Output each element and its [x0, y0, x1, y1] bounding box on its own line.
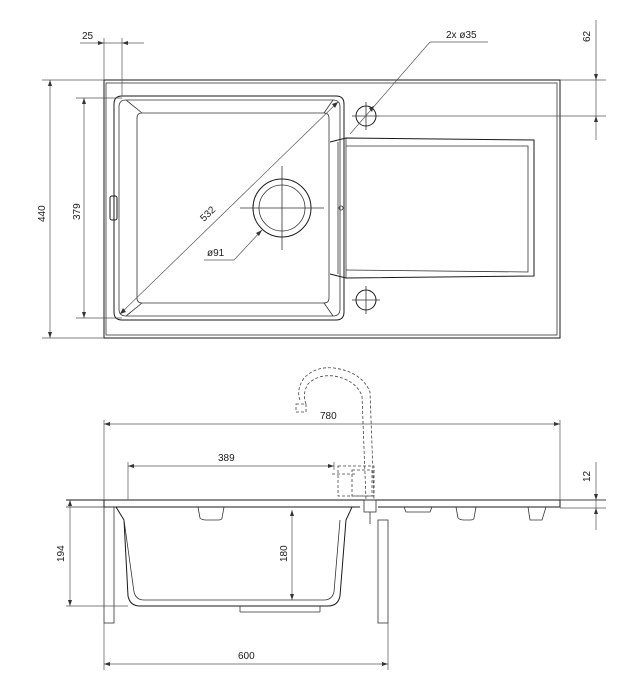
drainboard	[329, 137, 535, 279]
sink-outline	[103, 79, 561, 339]
dim-depth-label: 194	[56, 545, 67, 562]
dim-height-label: 440	[37, 205, 48, 222]
dim-total-length-label: 780	[320, 411, 337, 422]
dim-bowl-depth-label: 180	[279, 545, 290, 562]
dim-tap-holes-label: 2x ø35	[446, 30, 477, 41]
overflow-slot	[109, 195, 118, 221]
dim-flange-width: 25	[80, 31, 144, 96]
dim-bowl-length: 389	[127, 453, 335, 500]
drain	[240, 166, 324, 250]
dim-bowl-depth: 180	[279, 510, 294, 600]
side-view: 780 389 12 194	[56, 367, 606, 670]
cabinet-wall-right	[377, 519, 389, 624]
cabinet-wall-left	[103, 506, 115, 624]
dim-drain-label: ø91	[207, 248, 225, 259]
dim-cabinet-width: 600	[103, 623, 389, 670]
dim-thickness: 12	[560, 462, 606, 530]
dim-hole-offset: 62	[380, 20, 606, 140]
tap	[295, 367, 375, 501]
top-view: 25 2x ø35 62 440	[37, 20, 606, 339]
dim-bowl-height-label: 379	[72, 203, 83, 220]
dim-hole-offset-label: 62	[582, 30, 593, 42]
dim-flange-width-label: 25	[82, 31, 94, 42]
dim-cabinet-width-label: 600	[238, 651, 255, 662]
bowl-profile	[115, 506, 353, 607]
dim-drain: ø91	[204, 229, 263, 261]
bowl	[113, 95, 345, 321]
tap-hole-bottom	[352, 286, 380, 314]
dim-bowl-length-label: 389	[218, 453, 235, 464]
dim-total-length: 780	[103, 411, 561, 500]
dim-thickness-label: 12	[582, 470, 593, 482]
dim-bowl-height: 379	[72, 97, 122, 319]
dim-height: 440	[37, 79, 104, 339]
sink-inner-edge	[105, 82, 558, 336]
dim-depth: 194	[56, 500, 128, 607]
dim-tap-holes: 2x ø35	[349, 30, 488, 135]
